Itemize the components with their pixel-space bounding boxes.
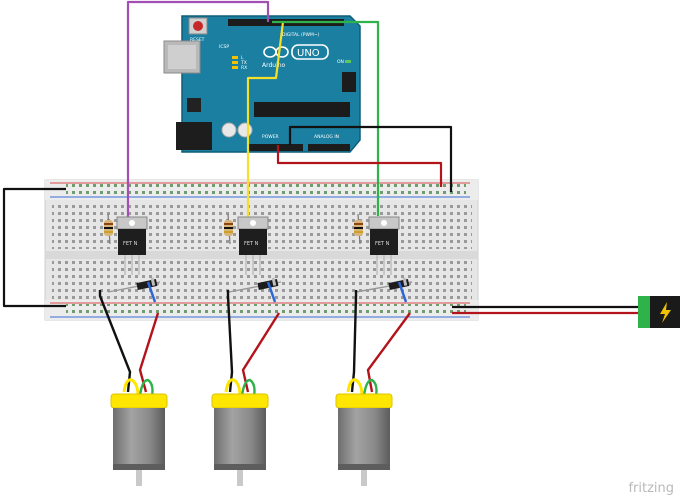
mosfet-2-label: FET N: [244, 241, 259, 247]
wires: [2, 0, 640, 315]
reset-label: RESET: [190, 37, 205, 43]
led-l-label: L: [241, 55, 244, 61]
wire-green: [272, 20, 380, 216]
driver-stage-1: FET N: [104, 213, 161, 303]
atmega-chip: [254, 102, 350, 117]
power-jack: [176, 122, 212, 150]
digital-label: DIGITAL (PWM~): [282, 32, 320, 38]
mosfet-1-label: FET N: [123, 241, 138, 247]
resistor-2: [224, 213, 233, 245]
small-chip: [187, 98, 201, 112]
mosfet-3: FET N: [368, 216, 400, 275]
arduino-logo-text: Arduino: [262, 62, 286, 69]
power-label: POWER: [262, 134, 279, 140]
arduino-logo: [263, 44, 329, 60]
wire-red-5v: [276, 145, 443, 187]
mosfet-1: FET N: [116, 216, 148, 275]
led-rx-label: RX: [241, 65, 247, 71]
power-header: [249, 144, 303, 151]
fritzing-watermark: fritzing: [628, 481, 674, 496]
mosfet-2: FET N: [237, 216, 269, 275]
led-on-label: ON: [337, 59, 344, 65]
dc-motor-1: [110, 378, 168, 486]
mosfet-3-label: FET N: [375, 241, 390, 247]
icsp-label: ICSP: [219, 44, 229, 50]
uno-brand: UNO: [297, 48, 320, 59]
wire-black-gnd: [288, 125, 453, 192]
led-tx-label: TX: [240, 60, 247, 66]
wire-black-left-loop: [2, 187, 66, 308]
resistor-1: [104, 213, 113, 245]
analog-header: [308, 144, 350, 151]
power-connector: [638, 296, 680, 328]
driver-stage-3: FET N: [354, 213, 413, 303]
lower-terminal-strip: [52, 261, 472, 299]
lightning-icon: [660, 302, 671, 323]
driver-stage-2: FET N: [224, 213, 282, 303]
analog-label: ANALOG IN: [314, 134, 339, 140]
resistor-3: [354, 213, 363, 245]
dc-motor-2: [211, 378, 269, 486]
wire-purple: [126, 0, 270, 224]
diode-1: [107, 277, 161, 293]
dc-motor-3: [335, 378, 393, 486]
wire-yellow: [246, 21, 285, 220]
arduino-uno-board: RESET ICSP DIGITAL (PWM~) UNO Arduino L …: [163, 15, 361, 153]
motor-leads: [98, 290, 411, 393]
